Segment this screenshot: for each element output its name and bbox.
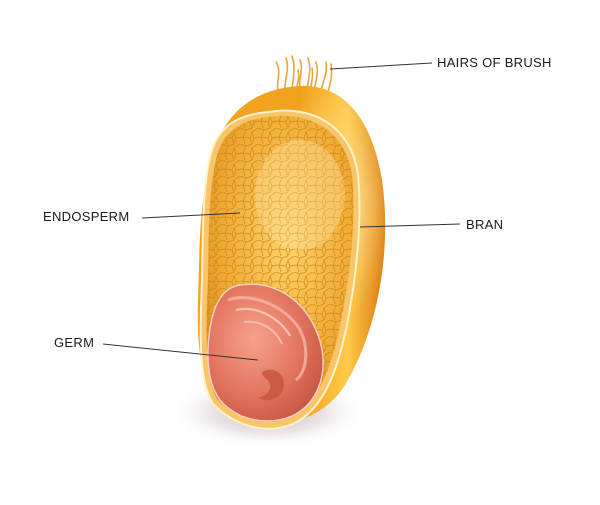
label-bran: BRAN: [466, 217, 504, 232]
label-endosperm: ENDOSPERM: [43, 209, 130, 224]
germ: [207, 283, 324, 422]
label-germ: GERM: [54, 335, 95, 350]
label-hairs-of-brush: HAIRS OF BRUSH: [437, 55, 552, 70]
leader-line-bran: [359, 223, 461, 228]
leader-line-germ: [102, 343, 259, 361]
leader-line-endosperm: [141, 212, 241, 219]
leader-lines: [102, 62, 461, 361]
leader-line-hairs: [329, 62, 433, 70]
